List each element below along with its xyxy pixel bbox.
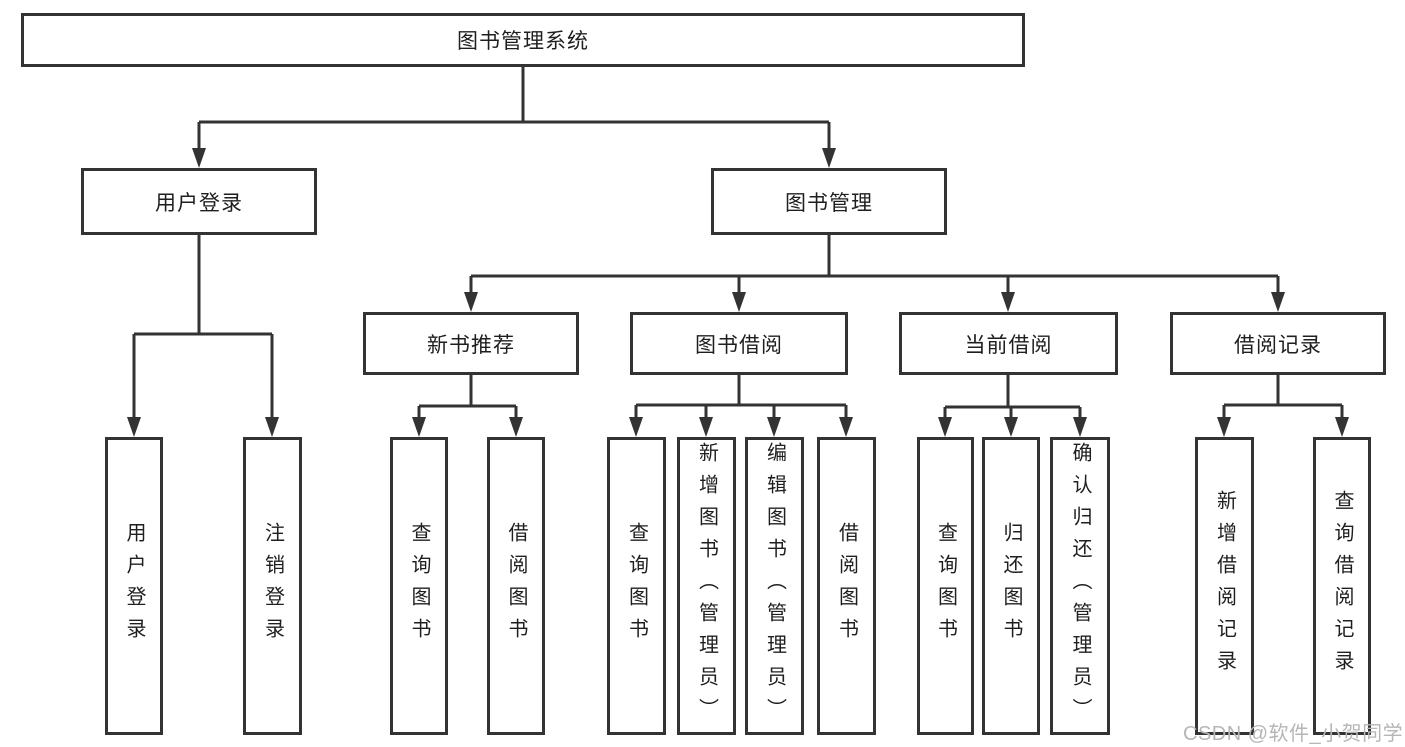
node-current-borrowing-label: 当前借阅 [964,333,1053,357]
node-leaf-br-query-record-label: 查询借阅记录 [1331,490,1353,682]
node-leaf-cb-query-books: 查询图书 [917,437,974,735]
node-leaf-bb-query-books: 查询图书 [607,437,666,735]
node-book-management-label: 图书管理 [785,191,873,215]
node-user-login-label: 用户登录 [155,191,243,215]
node-user-login: 用户登录 [81,168,317,235]
node-new-book-recommend-label: 新书推荐 [427,333,515,357]
node-book-borrowing: 图书借阅 [630,312,848,375]
node-leaf-br-add-record: 新增借阅记录 [1195,437,1254,735]
node-leaf-logout: 注销登录 [243,437,302,735]
node-leaf-cb-return-books: 归还图书 [982,437,1040,735]
node-leaf-bb-borrow-books: 借阅图书 [817,437,876,735]
node-root-label: 图书管理系统 [457,30,589,53]
node-leaf-cb-confirm-return-admin: 确认归还（管理员） [1050,437,1110,735]
node-leaf-cb-query-books-label: 查询图书 [934,522,957,650]
connector-records-to-leaves [1217,375,1349,437]
node-leaf-bb-add-books-admin-label: 新增图书（管理员） [695,442,718,730]
node-leaf-cb-confirm-return-admin-label: 确认归还（管理员） [1069,442,1091,730]
node-leaf-bb-add-books-admin: 新增图书（管理员） [677,437,736,735]
node-leaf-bb-query-books-label: 查询图书 [625,522,648,650]
node-leaf-bb-edit-books-admin: 编辑图书（管理员） [745,437,804,735]
node-leaf-rec-borrow-books: 借阅图书 [487,437,545,735]
node-root-system: 图书管理系统 [21,13,1025,67]
node-leaf-cb-return-books-label: 归还图书 [1000,522,1022,650]
node-leaf-bb-edit-books-admin-label: 编辑图书（管理员） [763,442,786,730]
connector-borrow-to-leaves [629,375,853,437]
node-book-borrowing-label: 图书借阅 [695,333,783,357]
node-leaf-br-add-record-label: 新增借阅记录 [1213,490,1236,682]
node-leaf-user-login-label: 用户登录 [123,522,145,650]
connector-bookmgmt-to-level3 [464,235,1285,312]
node-borrowing-records: 借阅记录 [1170,312,1386,375]
node-leaf-br-query-record: 查询借阅记录 [1313,437,1371,735]
node-book-management: 图书管理 [711,168,947,235]
node-leaf-rec-borrow-books-label: 借阅图书 [505,522,527,650]
node-new-book-recommend: 新书推荐 [363,312,579,375]
connector-root-to-level2 [192,67,836,168]
node-leaf-rec-query-books-label: 查询图书 [408,522,430,650]
node-leaf-user-login: 用户登录 [105,437,163,735]
connector-current-to-leaves [938,375,1087,437]
node-leaf-logout-label: 注销登录 [261,522,284,650]
node-current-borrowing: 当前借阅 [899,312,1118,375]
node-leaf-rec-query-books: 查询图书 [390,437,448,735]
node-borrowing-records-label: 借阅记录 [1234,333,1322,357]
node-leaf-bb-borrow-books-label: 借阅图书 [835,522,858,650]
connector-newrec-to-leaves [412,375,523,437]
csdn-watermark: CSDN @软件_小贺同学 [1183,723,1404,745]
connector-userlogin-to-leaves [127,235,279,437]
